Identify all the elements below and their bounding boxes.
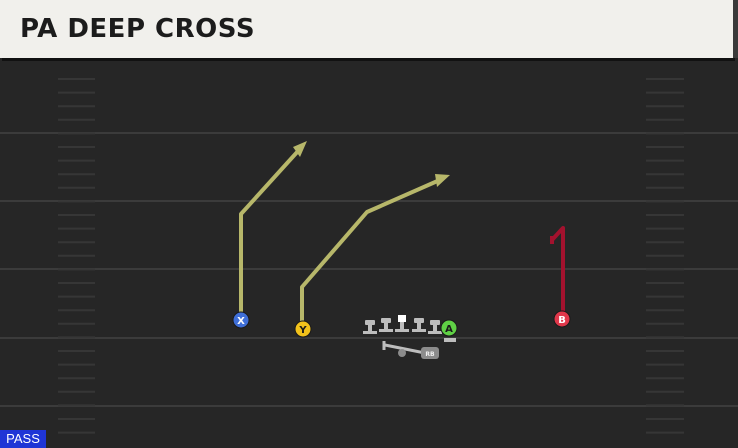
lineman-rt bbox=[428, 320, 442, 334]
player-a-label: A bbox=[445, 324, 453, 335]
player-y[interactable]: Y bbox=[294, 320, 312, 338]
y-route bbox=[300, 177, 443, 328]
play-title: PA DEEP CROSS bbox=[20, 14, 256, 44]
x-route-arrowhead bbox=[293, 141, 307, 157]
routes bbox=[239, 148, 443, 328]
y-route-arrowhead bbox=[435, 174, 450, 187]
lineman-lt bbox=[363, 320, 377, 334]
hash-marks bbox=[58, 78, 684, 434]
lineman-rg bbox=[412, 318, 426, 332]
player-y-label: Y bbox=[298, 325, 307, 336]
center bbox=[395, 315, 409, 332]
backfield: RB bbox=[382, 341, 439, 359]
player-b-label: B bbox=[558, 315, 566, 326]
player-x[interactable]: X bbox=[232, 311, 250, 329]
lineman-lg bbox=[379, 318, 393, 332]
play-type-tag: PASS bbox=[0, 430, 46, 448]
qb-marker bbox=[398, 349, 406, 357]
rb-label: RB bbox=[425, 351, 435, 358]
player-x-label: X bbox=[237, 316, 245, 327]
yard-lines bbox=[0, 132, 738, 407]
offensive-line bbox=[363, 315, 442, 334]
title-bar: PA DEEP CROSS bbox=[0, 0, 738, 58]
b-block-route bbox=[550, 226, 565, 318]
a-player-base bbox=[444, 338, 456, 342]
rb-icon bbox=[421, 347, 439, 359]
player-b[interactable]: B bbox=[553, 310, 571, 328]
player-a[interactable]: A bbox=[440, 319, 458, 337]
x-route bbox=[239, 148, 301, 320]
